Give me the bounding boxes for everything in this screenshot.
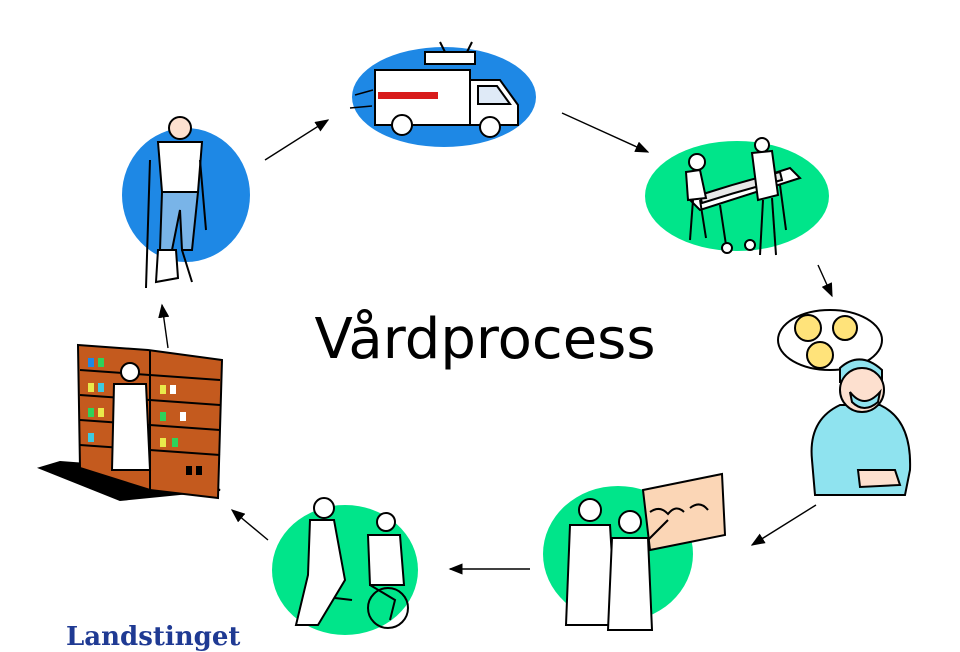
- diagram-title: Vårdprocess: [314, 307, 656, 372]
- stretcher-icon: [645, 137, 829, 256]
- doctors-chart-icon: [543, 472, 727, 631]
- arrow-rehab-to-ambulance: [264, 119, 330, 161]
- ambulance-icon: [349, 41, 536, 147]
- pharmacy-shelf-icon: [36, 343, 224, 502]
- flow-arrows: [158, 112, 833, 575]
- arrow-stretcher-to-surgery: [817, 264, 833, 298]
- arrow-wheelchair-to-pharmacy: [230, 509, 269, 541]
- surgeon-icon: [777, 309, 912, 496]
- arrow-pharmacy-to-rehab: [158, 303, 170, 349]
- arrow-ambulance-to-stretcher: [561, 112, 650, 153]
- crutches-patient-icon: [122, 116, 250, 289]
- wheelchair-icon: [272, 497, 418, 635]
- county-council-logo: Landstinget: [66, 622, 241, 652]
- arrow-surgery-to-diagnosis: [750, 504, 817, 546]
